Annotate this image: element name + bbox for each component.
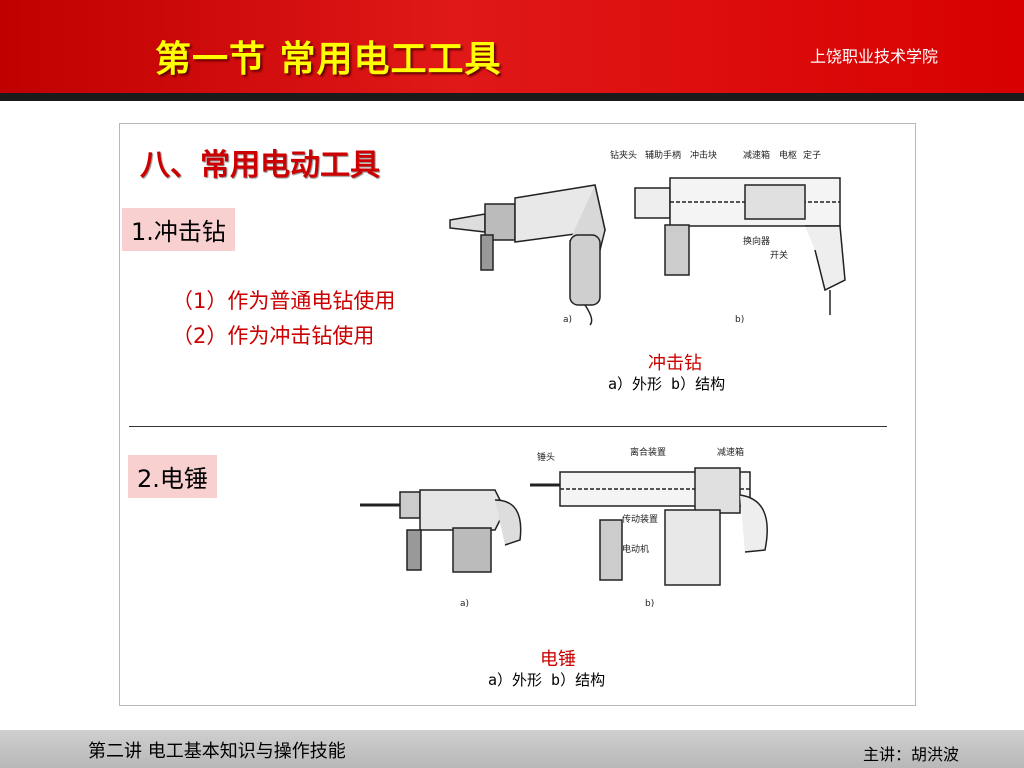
lecture-title: 第二讲 电工基本知识与操作技能 [88, 741, 346, 762]
fig1-label-switch: 开关 [770, 249, 788, 261]
footer-bar [0, 730, 1024, 768]
school-name: 上饶职业技术学院 [810, 47, 939, 66]
fig1-label-a: a) [563, 315, 572, 325]
impact-drill-subcaption: a）外形 b）结构 [608, 375, 726, 393]
fig2-label-a: a) [460, 599, 469, 609]
lecturer-name: 主讲：胡洪波 [863, 745, 960, 764]
fig1-label-b: b) [735, 315, 744, 325]
fig1-label-aux-handle: 辅助手柄 [645, 149, 681, 161]
header-divider [0, 93, 1024, 101]
impact-drill-figure: 钻夹头 辅助手柄 冲击块 减速箱 电枢 定子 换向器 开关 a) b) [449, 149, 846, 326]
fig1-label-stator: 定子 [803, 149, 821, 161]
impact-drill-usage-1: （1）作为普通电钻使用 [172, 289, 396, 313]
fig2-label-gearbox: 减速箱 [717, 446, 744, 458]
fig1-label-impact-block: 冲击块 [690, 149, 717, 161]
fig1-label-chuck: 钻夹头 [610, 149, 637, 161]
hammer-caption: 电锤 [540, 649, 576, 670]
section-divider [129, 426, 887, 427]
hammer-label: 2.电锤 [128, 455, 217, 498]
page-title: 第一节 常用电工工具 [155, 39, 502, 80]
header-bar [0, 0, 1024, 97]
fig2-label-transmission: 传动装置 [622, 513, 658, 525]
impact-drill-usage-2: （2）作为冲击钻使用 [172, 324, 375, 348]
hammer-figure: 锤头 离合装置 减速箱 传动装置 电动机 a) b) [360, 446, 768, 609]
impact-drill-label: 1.冲击钻 [122, 208, 235, 251]
hammer-subcaption: a）外形 b）结构 [488, 671, 606, 689]
fig2-label-clutch: 离合装置 [630, 446, 666, 458]
impact-drill-caption: 冲击钻 [648, 353, 702, 374]
section-title: 八、常用电动工具 [140, 148, 380, 183]
fig1-label-armature: 电枢 [779, 149, 797, 161]
fig1-label-commutator: 换向器 [743, 235, 770, 247]
fig1-label-gearbox: 减速箱 [743, 149, 770, 161]
fig2-label-hammer-head: 锤头 [537, 451, 555, 463]
fig2-label-motor: 电动机 [622, 543, 649, 555]
fig2-label-b: b) [645, 599, 654, 609]
